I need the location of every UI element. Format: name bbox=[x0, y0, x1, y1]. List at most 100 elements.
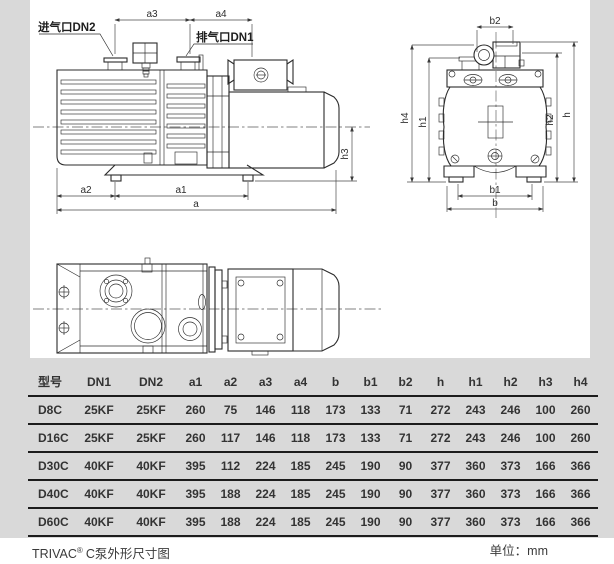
exhaust-box bbox=[492, 41, 525, 69]
table-cell: D16C bbox=[38, 431, 69, 445]
pump-outline-drawing: a3 a4 进气口DN2 排气口DN1 a2 bbox=[33, 9, 578, 356]
header-cell: a1 bbox=[188, 375, 203, 389]
dim-label-b: b bbox=[492, 198, 498, 209]
table-cell: 260 bbox=[570, 431, 591, 445]
table-cell: 245 bbox=[325, 515, 346, 529]
dim-h: h bbox=[521, 41, 578, 183]
table-cell: 185 bbox=[290, 459, 311, 473]
caption: TRIVAC®C泵外形尺寸图 bbox=[32, 538, 170, 564]
header-cell: h3 bbox=[538, 375, 553, 389]
top-view bbox=[33, 257, 382, 356]
table-cell: 360 bbox=[465, 515, 486, 529]
caption-bar: TRIVAC®C泵外形尺寸图 单位：mm bbox=[0, 538, 614, 564]
header-cell: h bbox=[436, 375, 445, 389]
intake-callout: 进气口DN2 bbox=[38, 20, 114, 57]
dim-a3: a3 bbox=[114, 9, 191, 54]
dim-label-a: a bbox=[193, 199, 199, 210]
table-cell: 118 bbox=[290, 403, 311, 417]
dim-b: b bbox=[446, 186, 544, 212]
table-cell: 260 bbox=[570, 403, 591, 417]
table-cell: 25KF bbox=[136, 403, 166, 417]
table-cell: 40KF bbox=[84, 515, 114, 529]
intake-label: 进气口DN2 bbox=[38, 20, 96, 34]
table-cell: D30C bbox=[38, 459, 69, 473]
header-cell: DN1 bbox=[86, 375, 111, 389]
exhaust-callout: 排气口DN1 bbox=[185, 30, 254, 57]
table-cell: 40KF bbox=[136, 515, 166, 529]
table-cell: 190 bbox=[360, 487, 381, 501]
dim-label-h2: h2 bbox=[545, 114, 556, 126]
table-cell: 146 bbox=[255, 431, 276, 445]
intake-port-end bbox=[458, 44, 495, 70]
table-cell: 243 bbox=[465, 431, 486, 445]
table-cell: 100 bbox=[535, 403, 556, 417]
header-cell: DN2 bbox=[138, 375, 163, 389]
intake-port bbox=[103, 57, 128, 71]
table-cell: 395 bbox=[185, 487, 206, 501]
table-cell: 133 bbox=[360, 403, 381, 417]
table-cell: 360 bbox=[465, 459, 486, 473]
table-header-row: 型号 DN1 DN2 a1 a2 a3 a4 b b1 b2 h h1 h2 h… bbox=[28, 369, 598, 397]
registered-mark: ® bbox=[76, 546, 83, 555]
feet-end bbox=[443, 165, 547, 183]
end-view: b2 h4 h1 h2 h bbox=[400, 16, 578, 218]
dim-label-b1: b1 bbox=[489, 185, 501, 196]
exhaust-label: 排气口DN1 bbox=[196, 30, 254, 44]
dim-label-a3: a3 bbox=[146, 9, 158, 20]
dim-label-a1: a1 bbox=[175, 185, 187, 196]
table-cell: 185 bbox=[290, 487, 311, 501]
table-cell: D60C bbox=[38, 515, 69, 529]
dim-label-b2: b2 bbox=[489, 16, 501, 27]
dim-h1: h1 bbox=[418, 57, 460, 183]
dim-a1: a1 bbox=[114, 182, 249, 200]
table-row: D16C 25KF 25KF 260 117 146 118 173 133 7… bbox=[28, 425, 598, 453]
table-cell: 100 bbox=[535, 431, 556, 445]
table-cell: 360 bbox=[465, 487, 486, 501]
table-cell: 190 bbox=[360, 459, 381, 473]
table-row: D8C 25KF 25KF 260 75 146 118 173 133 71 … bbox=[28, 397, 598, 425]
table-cell: 377 bbox=[430, 459, 451, 473]
table-cell: 377 bbox=[430, 515, 451, 529]
unit-label: 单位：mm bbox=[489, 544, 548, 558]
dim-label-h: h bbox=[562, 112, 573, 118]
table-cell: 366 bbox=[570, 459, 591, 473]
base-plate bbox=[103, 164, 265, 182]
header-cell: b2 bbox=[398, 375, 413, 389]
table-cell: 366 bbox=[570, 487, 591, 501]
header-cell: a4 bbox=[293, 375, 308, 389]
table-cell: 173 bbox=[325, 403, 346, 417]
table-row: D30C 40KF 40KF 395 112 224 185 245 190 9… bbox=[28, 453, 598, 481]
terminal-box bbox=[227, 58, 294, 91]
table-cell: 112 bbox=[220, 459, 241, 473]
table-cell: 224 bbox=[255, 515, 276, 529]
pump-body bbox=[56, 69, 208, 166]
dim-label-h4: h4 bbox=[400, 112, 411, 124]
table-cell: 243 bbox=[465, 403, 486, 417]
dim-b2: b2 bbox=[476, 16, 514, 52]
header-cell: b1 bbox=[363, 375, 378, 389]
motor bbox=[228, 86, 340, 169]
table-cell: 40KF bbox=[136, 459, 166, 473]
table-cell: 90 bbox=[398, 515, 413, 529]
table-cell: 224 bbox=[255, 459, 276, 473]
header-cell: h4 bbox=[573, 375, 588, 389]
exhaust-port bbox=[176, 54, 204, 71]
header-cell: 型号 bbox=[38, 375, 63, 389]
dim-h3: h3 bbox=[255, 126, 357, 182]
table-cell: 246 bbox=[500, 431, 521, 445]
table-cell: 25KF bbox=[84, 431, 114, 445]
table-cell: 118 bbox=[290, 431, 311, 445]
header-cell: a3 bbox=[258, 375, 273, 389]
pump-body-top bbox=[56, 257, 208, 354]
table-cell: 373 bbox=[500, 459, 521, 473]
table-cell: 90 bbox=[398, 459, 413, 473]
table-cell: 25KF bbox=[136, 431, 166, 445]
table-cell: 133 bbox=[360, 431, 381, 445]
header-cell: h2 bbox=[503, 375, 518, 389]
table-cell: 25KF bbox=[84, 403, 114, 417]
table-cell: 245 bbox=[325, 459, 346, 473]
motor-top bbox=[208, 266, 340, 356]
table-cell: 90 bbox=[398, 487, 413, 501]
table-cell: 190 bbox=[360, 515, 381, 529]
table-cell: 40KF bbox=[136, 487, 166, 501]
